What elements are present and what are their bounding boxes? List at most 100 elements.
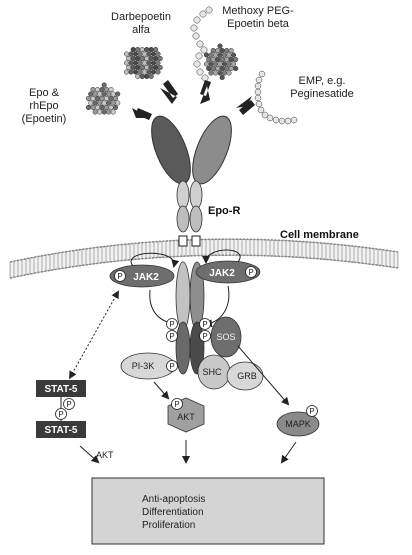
arrow-jak2-stat5 <box>69 290 119 380</box>
molecule-bead <box>101 91 107 97</box>
molecule-bead <box>233 65 239 72</box>
phospho-mapk <box>306 405 318 417</box>
epo-receptor <box>151 115 232 233</box>
molecule-bead <box>103 104 110 111</box>
molecule-bead <box>101 100 107 106</box>
molecule-bead <box>217 52 223 58</box>
receptor-domain-right-top <box>192 115 232 185</box>
molecule-bead <box>101 82 107 88</box>
cytoplasmic-tail-left-lower <box>175 321 191 375</box>
arrow-darbepoetin <box>160 80 178 104</box>
molecule-bead <box>193 60 201 68</box>
molecule-bead <box>210 65 216 72</box>
molecule-bead <box>212 52 219 58</box>
molecule-bead <box>266 114 274 122</box>
molecule-bead <box>226 70 232 76</box>
molecule-bead <box>110 109 116 115</box>
molecule-bead <box>257 106 265 114</box>
molecule-bead <box>228 47 234 54</box>
molecule-bead <box>226 52 232 58</box>
svg-text:P: P <box>309 407 314 416</box>
svg-text:P: P <box>66 400 71 409</box>
molecule-bead <box>196 40 204 48</box>
molecule-bead <box>254 94 262 102</box>
molecule-bead <box>212 70 219 76</box>
darbepoetin-molecule <box>123 46 163 80</box>
phospho-pi3k <box>166 360 178 372</box>
molecule-bead <box>110 91 116 97</box>
molecule-bead <box>135 73 141 80</box>
molecule-bead <box>135 55 141 62</box>
molecule-bead <box>224 65 230 72</box>
molecule-bead <box>221 52 228 58</box>
molecule-bead <box>150 60 157 66</box>
jak2-right-curve-arrow <box>202 249 241 264</box>
molecule-bead <box>192 32 200 40</box>
molecule-bead <box>219 56 225 63</box>
epo-molecule <box>85 82 121 115</box>
molecule-bead <box>155 51 161 57</box>
phospho-stat5-bottom <box>55 408 67 420</box>
molecule-bead <box>112 104 119 111</box>
molecule-bead <box>135 46 141 53</box>
molecule-bead <box>200 46 208 54</box>
molecule-bead <box>126 55 132 62</box>
molecule-bead <box>112 95 119 102</box>
receptor-stalk-right-upper <box>189 180 203 210</box>
molecule-bead <box>217 61 223 67</box>
arrow-mapk-outcome <box>280 441 297 464</box>
molecule-bead <box>146 60 152 66</box>
molecule-bead <box>199 10 207 18</box>
molecule-bead <box>103 95 110 102</box>
tm-segment-left <box>178 235 188 247</box>
molecule-bead <box>139 46 145 53</box>
svg-text:P: P <box>202 332 207 341</box>
molecule-bead <box>108 86 114 93</box>
molecule-bead <box>157 55 163 62</box>
molecule-bead <box>108 95 114 102</box>
svg-text:P: P <box>174 400 179 409</box>
shc-label: SHC <box>202 367 222 377</box>
molecule-bead <box>132 51 139 57</box>
molecule-bead <box>228 56 234 63</box>
ligand-binding-arrows <box>132 80 255 120</box>
molecule-bead <box>128 69 134 75</box>
molecule-bead <box>196 68 204 76</box>
molecule-bead <box>97 109 103 115</box>
tm-segment-right <box>191 235 201 247</box>
methoxy-peg-label-line1: Methoxy PEG- <box>222 5 294 17</box>
molecule-bead <box>215 56 221 63</box>
molecule-bead <box>97 91 103 97</box>
svg-text:P: P <box>169 320 174 329</box>
molecule-bead <box>157 64 163 71</box>
molecule-bead <box>254 88 262 96</box>
molecule-bead <box>141 69 148 75</box>
molecule-bead <box>230 52 237 58</box>
molecule-bead <box>99 95 105 102</box>
arrow-pi3k-akt <box>153 381 170 400</box>
molecule-bead <box>90 86 96 93</box>
svg-text:P: P <box>169 362 174 371</box>
molecule-bead <box>139 55 145 62</box>
phospho-jak2-left <box>114 270 126 282</box>
pi3k-label: PI-3K <box>132 361 155 371</box>
molecule-bead <box>233 56 239 63</box>
phospho-akt <box>171 398 183 410</box>
molecule-bead <box>141 60 148 66</box>
molecule-bead <box>139 64 145 71</box>
molecule-bead <box>255 76 263 84</box>
molecule-bead <box>217 70 223 76</box>
emp-label-line2: Peginesatide <box>290 88 354 100</box>
molecule-bead <box>97 100 103 106</box>
arrow-stat5-outcome <box>79 445 100 464</box>
molecule-bead <box>210 56 216 63</box>
molecule-bead <box>110 100 116 106</box>
molecule-bead <box>132 69 139 75</box>
molecule-bead <box>284 117 292 125</box>
molecule-bead <box>155 60 161 66</box>
epo-r-label: Epo-R <box>208 205 240 217</box>
molecule-bead <box>190 24 198 32</box>
molecule-bead <box>137 51 143 57</box>
molecule-bead <box>94 86 101 93</box>
molecule-bead <box>92 91 98 97</box>
